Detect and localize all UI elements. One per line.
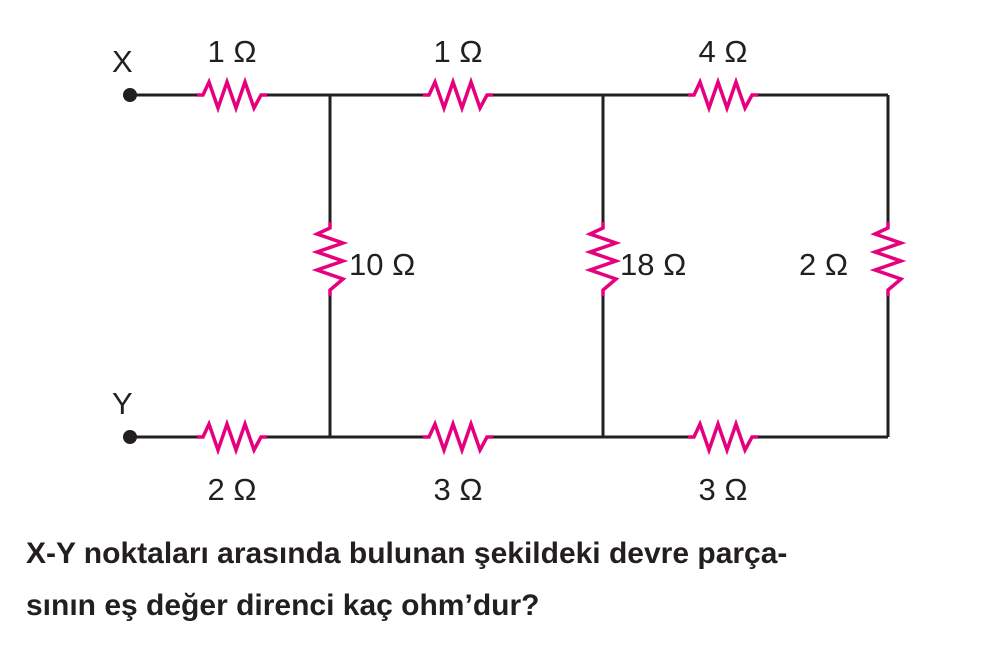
terminal-x — [123, 88, 137, 102]
resistor-bottom-left — [197, 418, 267, 456]
resistor-label-top-middle: 1 Ω — [433, 34, 482, 69]
circuit-diagram: X Y 1 Ω 1 Ω 4 Ω 10 Ω 18 Ω 2 Ω 2 Ω 3 Ω 3 … — [112, 34, 907, 507]
terminal-y — [123, 430, 137, 444]
resistor-label-bottom-left: 2 Ω — [207, 472, 256, 507]
resistor-vertical-left — [311, 222, 349, 296]
resistor-top-middle — [423, 76, 493, 114]
resistor-label-bottom-right: 3 Ω — [698, 472, 747, 507]
question-text: X-Y noktaları arasında bulunan şekildeki… — [26, 528, 1001, 632]
wires — [130, 93, 890, 439]
node-label-y: Y — [112, 386, 133, 421]
resistor-label-top-left: 1 Ω — [207, 34, 256, 69]
resistor-vertical-middle — [584, 222, 622, 296]
question-line-2: sının eş değer direnci kaç ohm’dur? — [26, 589, 540, 622]
resistor-bottom-middle — [423, 418, 493, 456]
node-label-x: X — [112, 44, 133, 79]
resistor-top-left — [197, 76, 267, 114]
resistor-label-bottom-middle: 3 Ω — [433, 472, 482, 507]
resistor-label-vertical-left: 10 Ω — [349, 247, 415, 282]
resistor-label-vertical-middle: 18 Ω — [620, 247, 686, 282]
question-line-1: X-Y noktaları arasında bulunan şekildeki… — [26, 537, 788, 570]
resistor-vertical-right — [869, 222, 907, 296]
resistor-top-right — [688, 76, 758, 114]
resistor-label-vertical-right: 2 Ω — [799, 247, 848, 282]
resistor-label-top-right: 4 Ω — [698, 34, 747, 69]
resistor-bottom-right — [688, 418, 758, 456]
